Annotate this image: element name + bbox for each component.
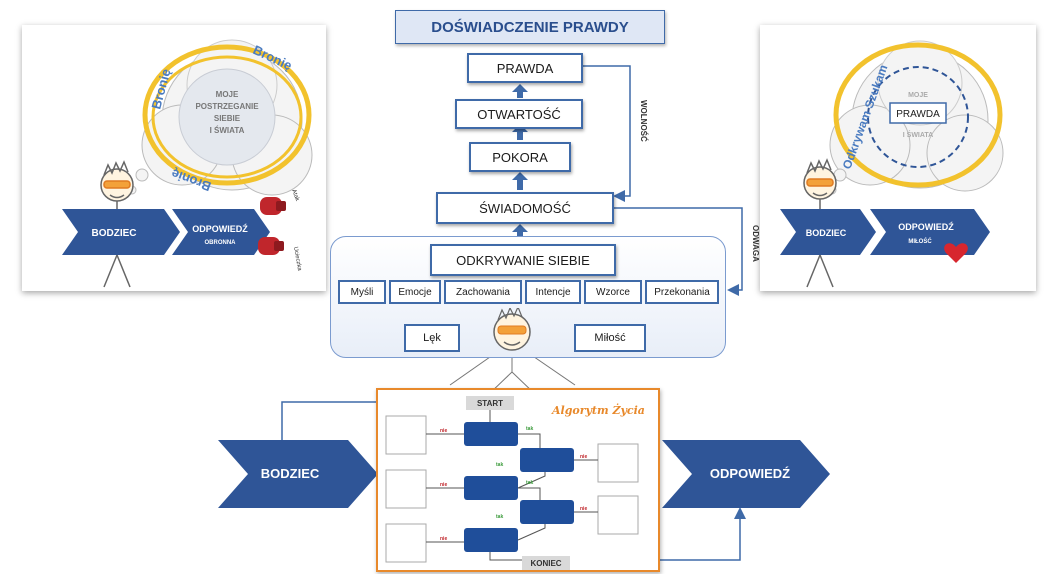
end-label: KONIEC: [522, 556, 570, 570]
bubble-line-4: I ŚWIATA: [210, 126, 245, 135]
branch-labels: nie nie nie nie nie tak tak tak tak: [440, 426, 587, 542]
yes-label: tak: [496, 462, 503, 468]
page-title: DOŚWIADCZENIE PRAWDY: [395, 10, 665, 44]
yes-label: tak: [526, 426, 533, 432]
stick-figure: [100, 160, 134, 288]
left-card-illustration: MOJE POSTRZEGANIE SIEBIE I ŚWIATA Bronię…: [62, 39, 313, 288]
fear-box: Lęk: [404, 324, 460, 352]
stimulus-chevron: [780, 209, 876, 255]
yellow-ring: [142, 44, 312, 186]
no-label: nie: [580, 454, 587, 460]
no-label: nie: [440, 536, 447, 542]
yes-label: tak: [496, 514, 503, 520]
glove-top-label: Atak: [290, 189, 300, 203]
item-thoughts: Myśli: [338, 280, 386, 304]
response-sub-label: OBRONNA: [205, 240, 237, 246]
item-emotions: Emocje: [389, 280, 441, 304]
response-label: ODPOWIEDŹ: [192, 224, 248, 234]
response-chevron: [172, 209, 270, 255]
no-label: nie: [440, 482, 447, 488]
stimulus-label: BODZIEC: [92, 228, 137, 239]
stimulus-chevron: [62, 209, 180, 255]
bottom-stimulus-label: BODZIEC: [260, 466, 320, 481]
decision-nodes: [464, 422, 574, 552]
truth-box: [889, 102, 947, 124]
right-card: MOJE PRAWDA I ŚWIATA Odkrywam Szukam BOD…: [760, 25, 1036, 291]
right-card-illustration: MOJE PRAWDA I ŚWIATA Odkrywam Szukam BOD…: [780, 40, 1004, 288]
boxing-glove-bottom-icon: [258, 237, 284, 255]
boxing-glove-top-icon: [260, 197, 286, 215]
empty-boxes: [385, 415, 639, 563]
no-label: nie: [580, 506, 587, 512]
stimulus-label: BODZIEC: [806, 228, 847, 238]
love-box: Miłość: [574, 324, 646, 352]
yes-label: tak: [526, 480, 533, 486]
response-chevron: [870, 209, 990, 255]
bottom-stimulus-chevron: [218, 440, 378, 508]
bubble-line-3: I ŚWIATA: [903, 130, 933, 139]
perception-circle: [178, 68, 276, 166]
freedom-loop: [582, 65, 631, 202]
bottom-response-label: ODPOWIEDŹ: [709, 466, 791, 481]
bubble-line-3: SIEBIE: [214, 114, 241, 123]
dashed-circle: [867, 66, 969, 168]
ladder-step-awareness: ŚWIADOMOŚĆ: [436, 192, 614, 224]
ladder-step-humility: POKORA: [469, 142, 571, 172]
discovery-title: ODKRYWANIE SIEBIE: [430, 244, 616, 276]
response-label: ODPOWIEDŹ: [898, 222, 954, 232]
start-label: START: [466, 396, 514, 410]
truth-label: PRAWDA: [896, 109, 940, 120]
item-beliefs: Przekonania: [645, 280, 719, 304]
ladder-step-truth: PRAWDA: [467, 53, 583, 83]
item-patterns: Wzorce: [584, 280, 642, 304]
bubble-line-2: POSTRZEGANIE: [195, 102, 259, 111]
glove-bottom-label: Ucieczka: [292, 246, 302, 272]
bubble-line-1: MOJE: [216, 90, 239, 99]
bubble-line-1: MOJE: [908, 92, 928, 99]
center-stick-figure: [493, 308, 531, 351]
no-label: nie: [440, 428, 447, 434]
left-card: MOJE POSTRZEGANIE SIEBIE I ŚWIATA Bronię…: [22, 25, 326, 291]
courage-loop: [612, 207, 743, 296]
algorithm-title: Algorytm Życia: [552, 404, 645, 417]
item-behaviours: Zachowania: [444, 280, 522, 304]
ladder-step-openness: OTWARTOŚĆ: [455, 99, 583, 129]
bottom-response-chevron: [662, 440, 830, 508]
item-intentions: Intencje: [525, 280, 581, 304]
heart-icon: [944, 243, 968, 263]
yellow-ring: [833, 42, 1003, 188]
response-sub-label: MIŁOŚĆ: [908, 237, 932, 245]
